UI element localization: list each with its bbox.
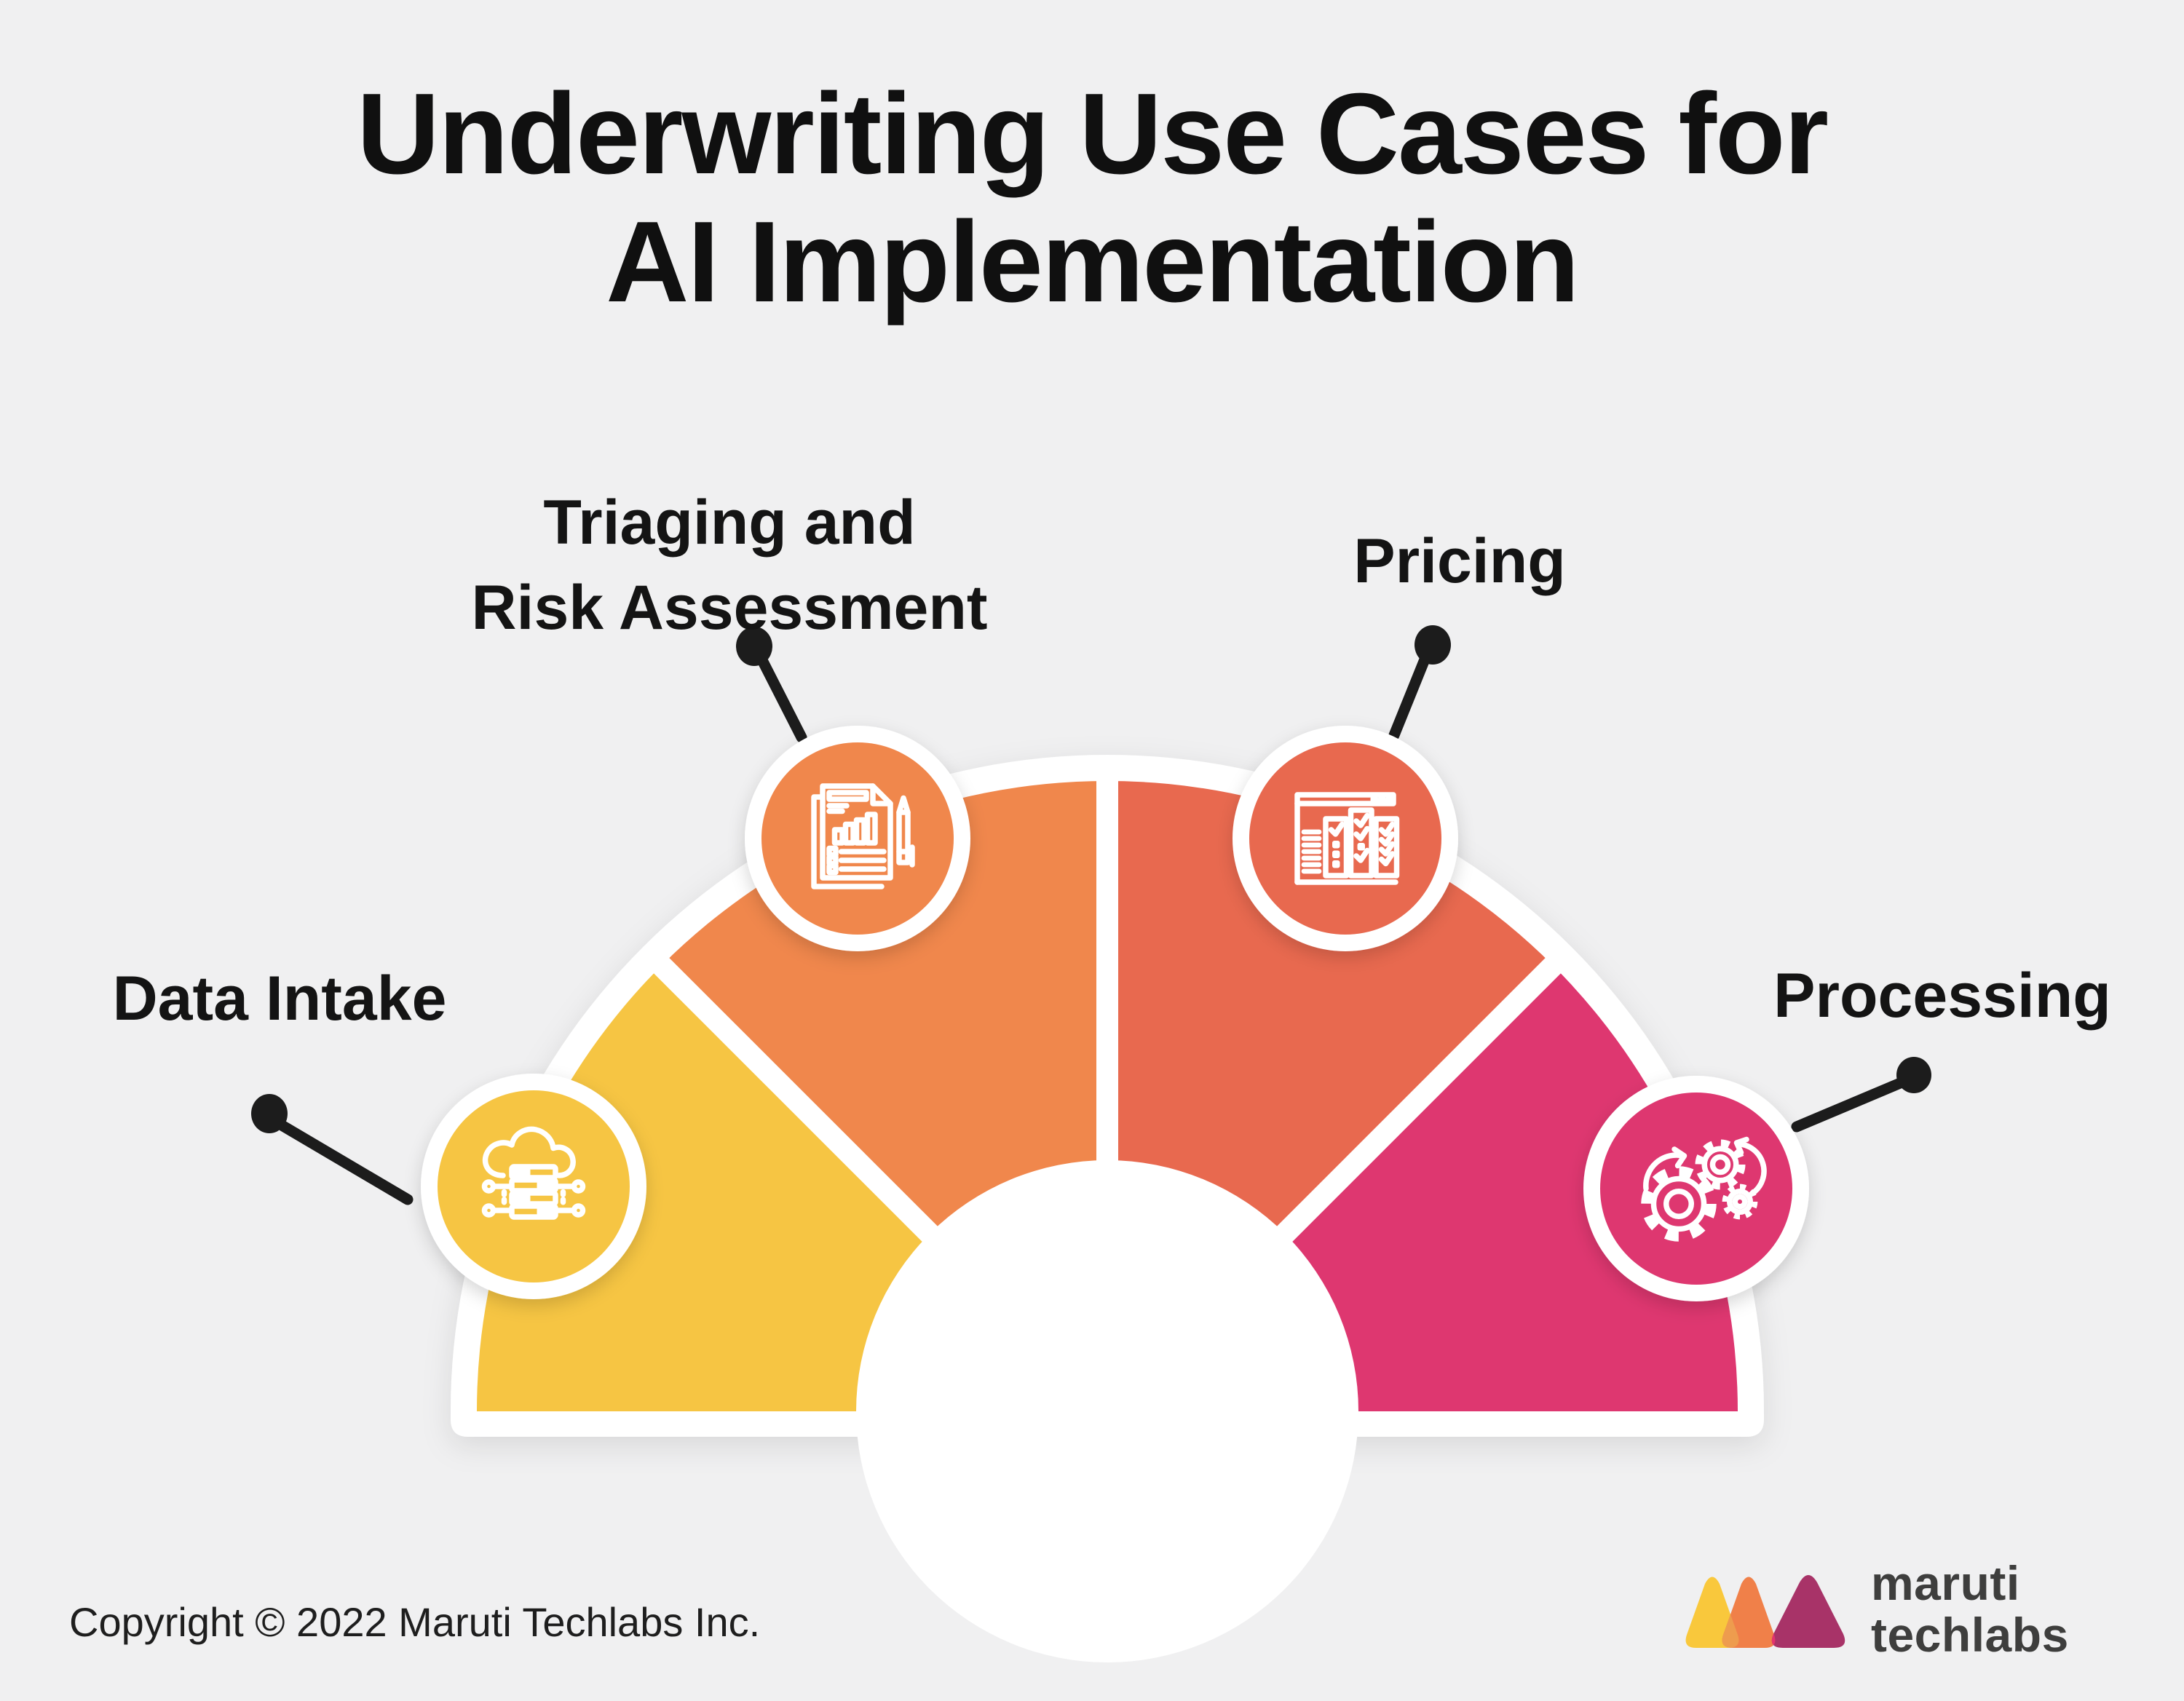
logo-word-maruti: maruti — [1871, 1556, 2020, 1610]
logo-mark-icon — [1685, 1575, 1845, 1648]
cloud-server-icon — [481, 1126, 586, 1220]
page-title-line1: Underwriting Use Cases for — [356, 70, 1829, 198]
copyright-text: Copyright © 2022 Maruti Techlabs Inc. — [69, 1599, 761, 1645]
connector-dot — [1415, 625, 1451, 665]
label-triaging: Triaging and Risk Assessment — [471, 488, 988, 643]
connector-dot — [1896, 1057, 1931, 1093]
logo-word-techlabs: techlabs — [1871, 1608, 2069, 1662]
label-pricing: Pricing — [1353, 526, 1566, 596]
page-title: Underwriting Use Cases for AI Implementa… — [0, 70, 2184, 326]
badge-processing — [1583, 1076, 1809, 1301]
connector-pricing — [1388, 625, 1451, 741]
pricing-table-icon — [1294, 792, 1400, 885]
page-title-line2: AI Implementation — [606, 198, 1579, 326]
logo-wordmark: maruti techlabs — [1871, 1558, 2069, 1661]
badge-data-intake — [421, 1074, 646, 1299]
connector-dot — [251, 1094, 288, 1133]
label-data-intake: Data Intake — [112, 964, 447, 1034]
logo-overlap-amber — [1722, 1577, 1739, 1648]
label-processing: Processing — [1773, 961, 2111, 1031]
connector-data-intake — [251, 1094, 414, 1205]
connectors — [251, 625, 1931, 1205]
gears-icon — [1641, 1136, 1767, 1242]
gauge-inner-dome — [856, 1160, 1358, 1662]
logo-triangle-plum — [1771, 1575, 1845, 1648]
badge-triaging — [745, 726, 970, 951]
document-chart-icon — [811, 783, 915, 889]
badge-pricing — [1233, 726, 1458, 951]
maruti-techlabs-logo: maruti techlabs — [1679, 1558, 2069, 1661]
connector-triaging — [736, 627, 807, 743]
connector-processing — [1791, 1057, 1931, 1133]
connector-dot — [736, 627, 772, 666]
badge-disc — [438, 1090, 630, 1282]
